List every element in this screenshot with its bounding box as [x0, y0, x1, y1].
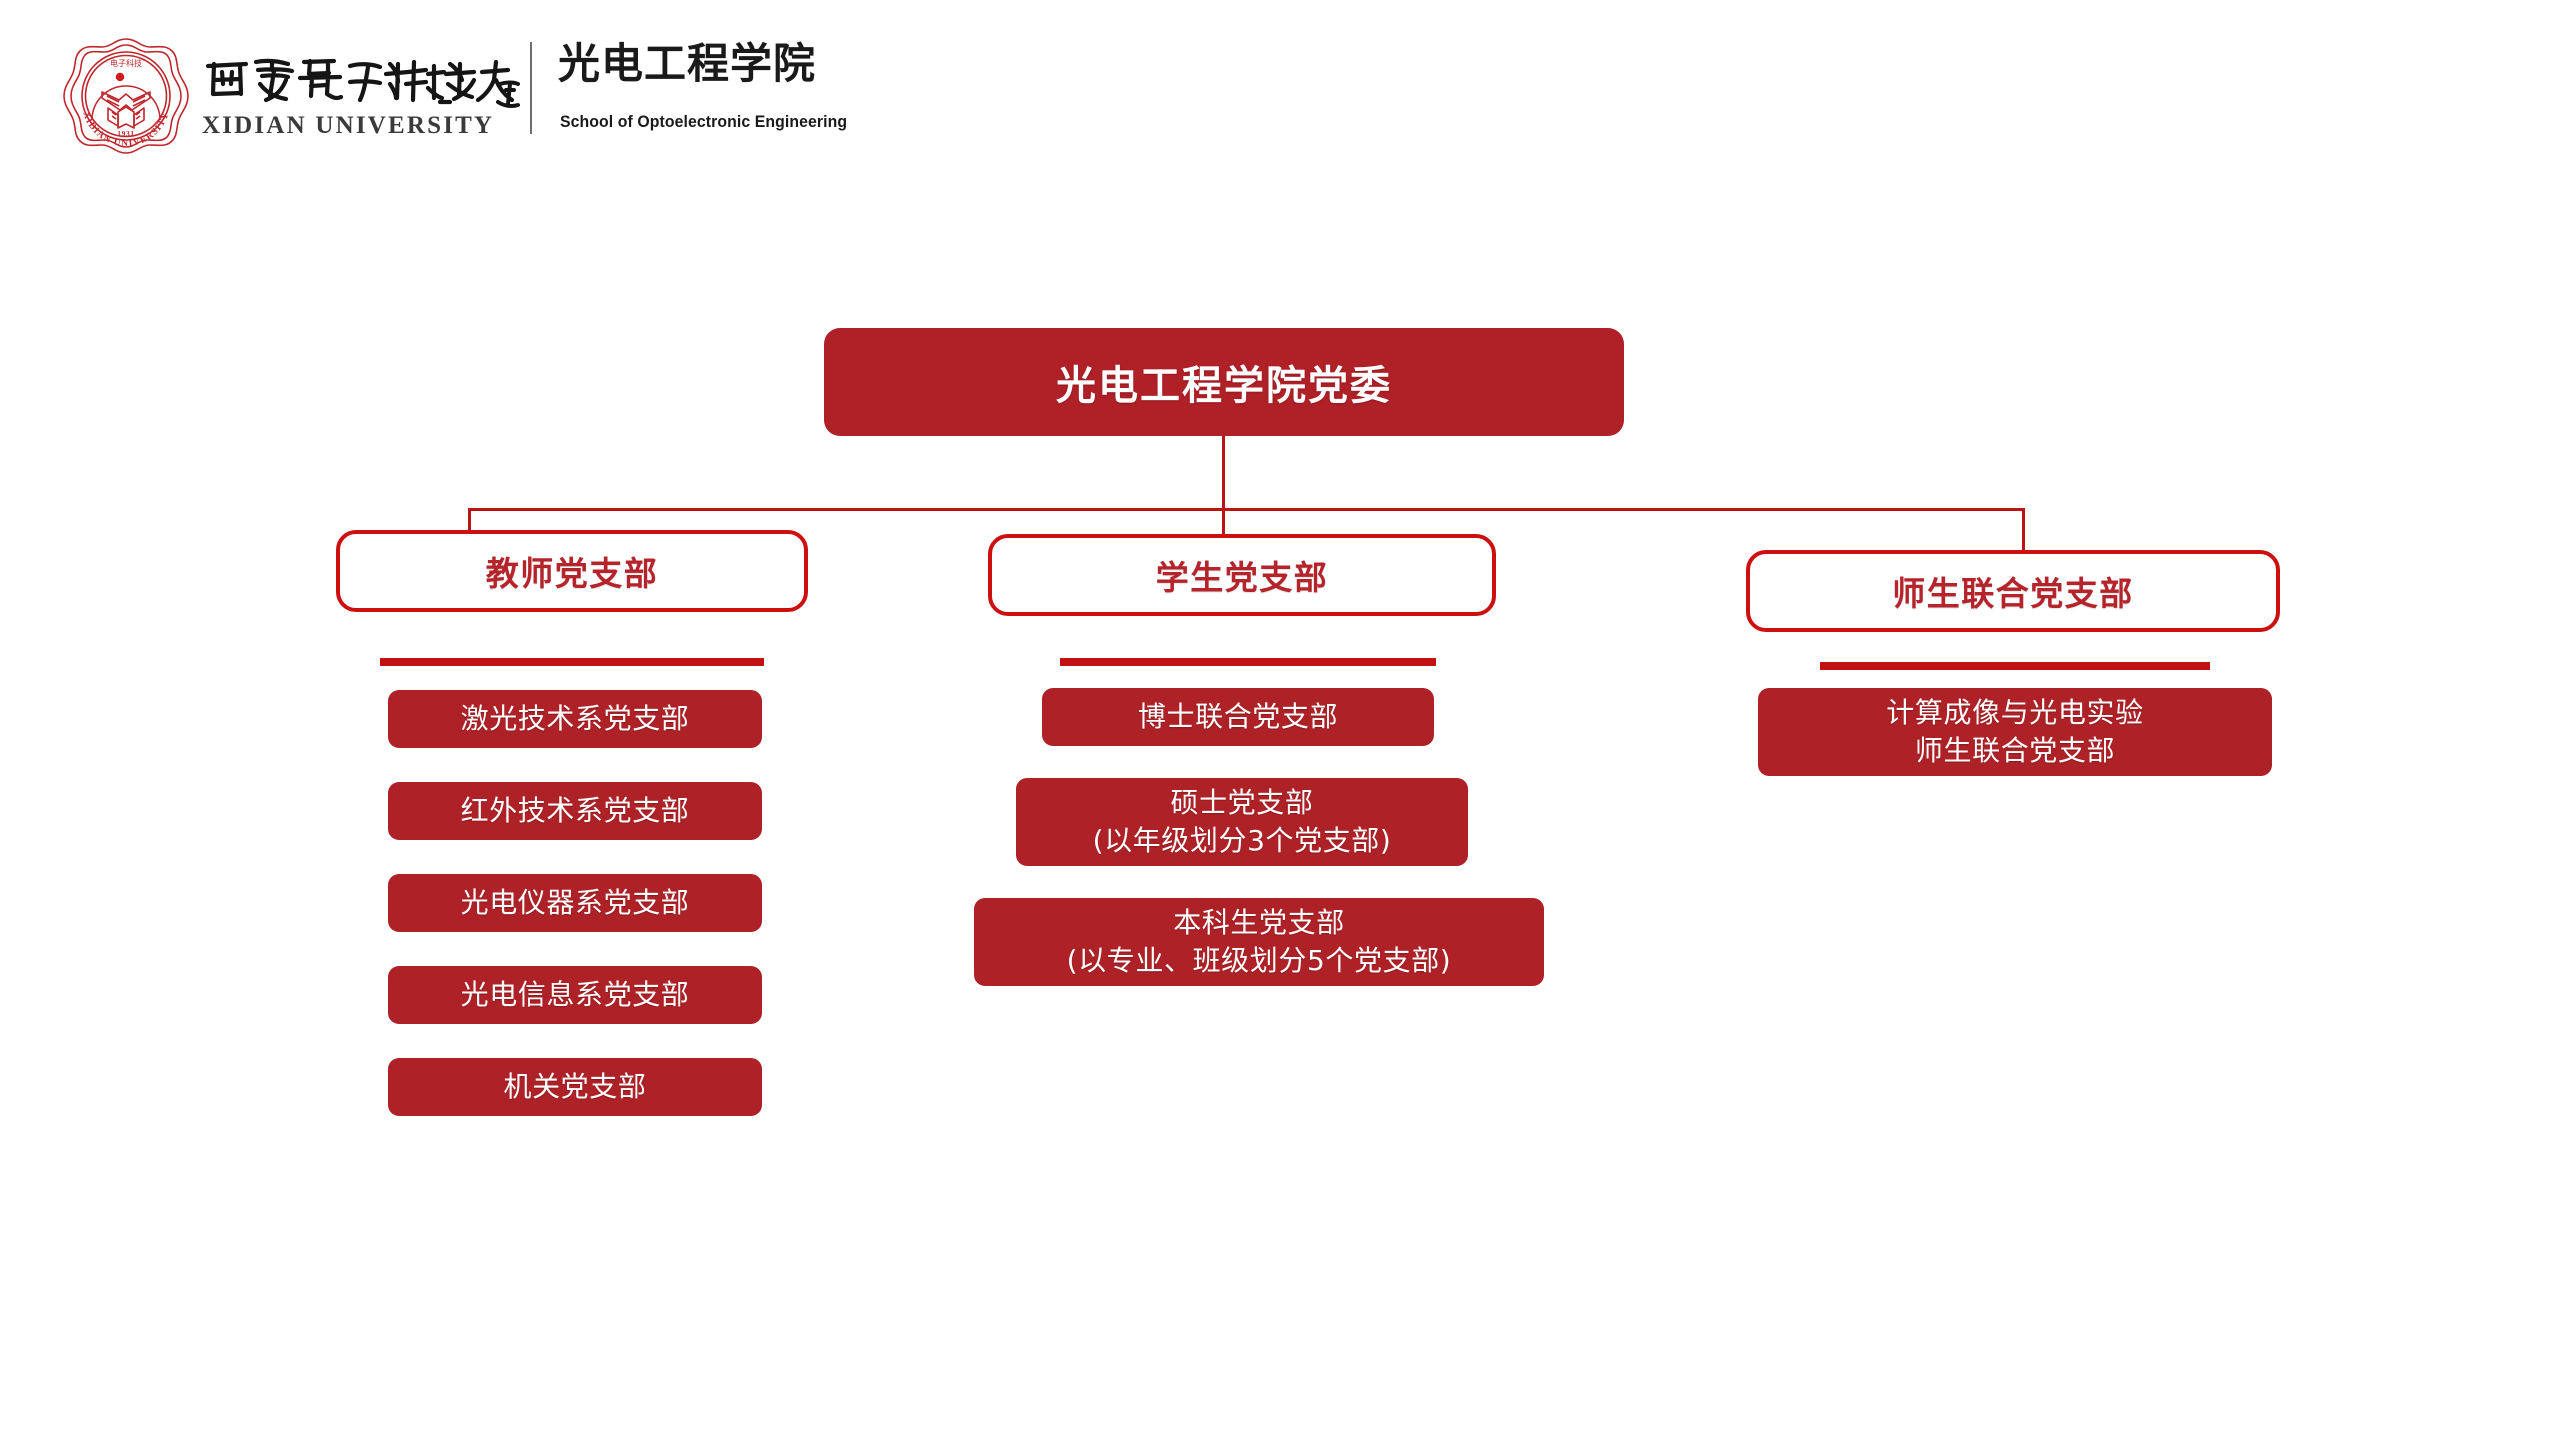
connector-bus: [468, 508, 2024, 511]
crest-year: 1931: [117, 129, 134, 138]
brand-divider: [530, 42, 532, 134]
separator-bar-teacher: [380, 658, 764, 666]
school-name-cn: 光电工程学院: [558, 39, 817, 88]
separator-bar-joint: [1820, 662, 2210, 670]
xidian-university-crest-icon: 电子科技 1931 XIDIAN UNIVERSITY: [62, 36, 190, 164]
org-node-branch-joint[interactable]: 师生联合党支部: [1746, 550, 2280, 632]
org-leaf-student-phd[interactable]: 博士联合党支部: [1042, 688, 1434, 746]
university-name-en: XIDIAN UNIVERSITY: [202, 112, 495, 139]
org-node-branch-teacher[interactable]: 教师党支部: [336, 530, 808, 612]
org-node-root[interactable]: 光电工程学院党委: [824, 328, 1624, 436]
org-leaf-student-master[interactable]: 硕士党支部 (以年级划分3个党支部): [1016, 778, 1468, 866]
university-name-cn-wordmark: [200, 50, 520, 112]
org-leaf-teacher-admin[interactable]: 机关党支部: [388, 1058, 762, 1116]
brand-header: 电子科技 1931 XIDIAN UNIVERSITY: [0, 0, 2560, 200]
separator-bar-student: [1060, 658, 1436, 666]
school-name-en: School of Optoelectronic Engineering: [560, 112, 848, 131]
connector-drop-joint: [2022, 508, 2025, 556]
org-leaf-teacher-instrument[interactable]: 光电仪器系党支部: [388, 874, 762, 932]
org-leaf-joint-imaging[interactable]: 计算成像与光电实验 师生联合党支部: [1758, 688, 2272, 776]
org-leaf-teacher-infrared[interactable]: 红外技术系党支部: [388, 782, 762, 840]
org-leaf-teacher-laser[interactable]: 激光技术系党支部: [388, 690, 762, 748]
org-leaf-student-undergrad[interactable]: 本科生党支部 (以专业、班级划分5个党支部): [974, 898, 1544, 986]
connector-root-stem: [1222, 436, 1225, 510]
connector-drop-student: [1222, 508, 1225, 540]
connector-drop-teacher: [468, 508, 471, 532]
svg-text:电子科技: 电子科技: [110, 58, 142, 68]
org-leaf-teacher-info[interactable]: 光电信息系党支部: [388, 966, 762, 1024]
org-node-branch-student[interactable]: 学生党支部: [988, 534, 1496, 616]
